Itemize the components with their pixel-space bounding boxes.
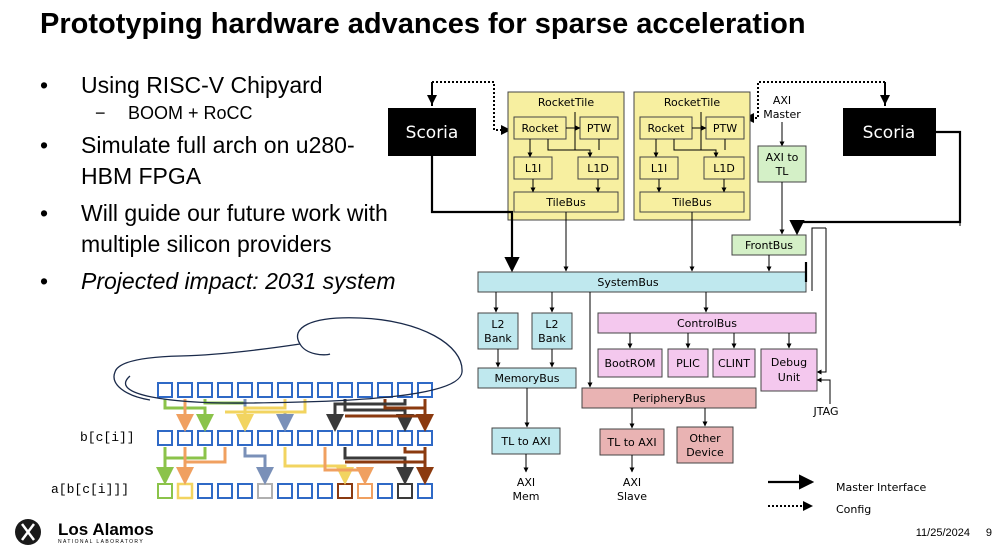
gather-arrows-bottom [156, 447, 434, 485]
bullet-1: • Using RISC-V Chipyard [40, 70, 400, 101]
rocket-tile-2: RocketTile Rocket PTW L1I L1D TileBus [633, 91, 751, 221]
sub-bullet-1: − BOOM + RoCC [40, 103, 400, 124]
tilebus-label: TileBus [671, 196, 712, 209]
frontbus-label: FrontBus [745, 239, 793, 252]
tl-to-axi-slave-label: TL to AXI [606, 436, 656, 449]
ptw-label: PTW [713, 122, 737, 135]
l1i-label: L1I [651, 162, 667, 175]
peripherybus-box [581, 387, 757, 409]
other-device-l1: Other [689, 432, 721, 445]
axi-to-tl-l2: TL [775, 165, 790, 178]
slide-page-number: 9 [985, 527, 992, 539]
legend: Master Interface Config [768, 474, 927, 516]
bullet-3: • Will guide our future work with multip… [40, 198, 400, 260]
l2-bank-l2: Bank [538, 332, 566, 345]
logo-mark-icon [15, 519, 41, 545]
tl-to-axi-slave-box [599, 428, 665, 456]
l2-bank-1 [477, 312, 519, 350]
scoria-left-box [388, 108, 476, 156]
l1i-label: L1I [525, 162, 541, 175]
slide-title: Prototyping hardware advances for sparse… [40, 8, 806, 40]
axi-mem-l2: Mem [513, 490, 540, 503]
scoria-right-box [843, 108, 936, 156]
tile-name: RocketTile [538, 96, 594, 109]
clint-box [712, 348, 756, 378]
bullet-text: Projected impact: 2031 system [81, 268, 396, 294]
plic-label: PLIC [676, 357, 700, 370]
controlbus-label: ControlBus [677, 317, 737, 330]
controlbus-box [597, 312, 817, 334]
legend-config-label: Config [836, 503, 871, 516]
bullet-symbol: • [40, 72, 49, 98]
debug-unit-box [760, 348, 818, 392]
tile-name: RocketTile [664, 96, 720, 109]
axi-mem-l1: AXI [517, 476, 535, 489]
other-device-box [676, 426, 734, 464]
ptw-label: PTW [587, 122, 611, 135]
bootrom-label: BootROM [604, 357, 655, 370]
axi-slave-l1: AXI [623, 476, 641, 489]
logo-subtitle: NATIONAL LABORATORY [58, 539, 145, 545]
l2-bank-l1: L2 [491, 318, 504, 331]
tl-to-axi-mem-label: TL to AXI [500, 435, 550, 448]
array-label-bci: b[c[i]] [80, 430, 135, 445]
debug-l2: Unit [778, 371, 801, 384]
sub-bullet-symbol: − [95, 103, 106, 123]
bullet-text: Will guide our future work with multiple… [81, 200, 388, 257]
bootrom-box [597, 348, 663, 378]
l2-bank-2 [531, 312, 573, 350]
scoria-left-label: Scoria [406, 123, 459, 143]
axi-master-l1: AXI [773, 94, 791, 107]
legend-master-label: Master Interface [836, 481, 927, 494]
bullet-text: Simulate full arch on u280-HBM FPGA [81, 132, 355, 189]
rocket-label: Rocket [648, 122, 686, 135]
tilebus-label: TileBus [545, 196, 586, 209]
gather-arrows-top [163, 399, 434, 432]
scoria-left-master-line [430, 156, 520, 273]
plic-box [667, 348, 709, 378]
debug-l1: Debug [771, 356, 807, 369]
bullet-symbol: • [40, 132, 49, 158]
bullet-text: Using RISC-V Chipyard [81, 72, 323, 98]
handwritten-scribble [113, 317, 463, 404]
peripherybus-label: PeripheryBus [633, 392, 706, 405]
axi-master-l2: Master [763, 108, 801, 121]
logo-name: Los Alamos [58, 520, 154, 539]
slide-date: 11/25/2024 [915, 527, 970, 539]
axi-to-tl-box [757, 145, 807, 183]
bullet-2: • Simulate full arch on u280-HBM FPGA [40, 130, 400, 192]
rocket-tile-1: RocketTile Rocket PTW L1I L1D TileBus [507, 91, 625, 221]
scoria-right-label: Scoria [863, 123, 916, 143]
l2-bank-l2: Bank [484, 332, 512, 345]
array-c-row [157, 382, 433, 398]
array-label-abci: a[b[c[i]]] [51, 482, 130, 497]
other-device-l2: Device [686, 446, 724, 459]
l1d-label: L1D [587, 162, 609, 175]
tl-to-axi-mem-box [491, 427, 561, 455]
rocket-label: Rocket [522, 122, 560, 135]
clint-label: CLINT [718, 357, 750, 370]
sub-bullet-text: BOOM + RoCC [128, 103, 253, 123]
jtag-label: JTAG [813, 405, 839, 418]
bullet-symbol: • [40, 268, 49, 294]
memorybus-label: MemoryBus [495, 372, 560, 385]
systembus-label: SystemBus [597, 276, 659, 289]
array-b-row [157, 430, 433, 446]
bullet-4: • Projected impact: 2031 system [40, 266, 400, 297]
axi-to-tl-l1: AXI to [766, 151, 799, 164]
l2-bank-l1: L2 [545, 318, 558, 331]
bullet-list: • Using RISC-V Chipyard − BOOM + RoCC • … [40, 70, 400, 303]
bullet-symbol: • [40, 200, 49, 226]
axi-slave-l2: Slave [617, 490, 647, 503]
l1d-label: L1D [713, 162, 735, 175]
